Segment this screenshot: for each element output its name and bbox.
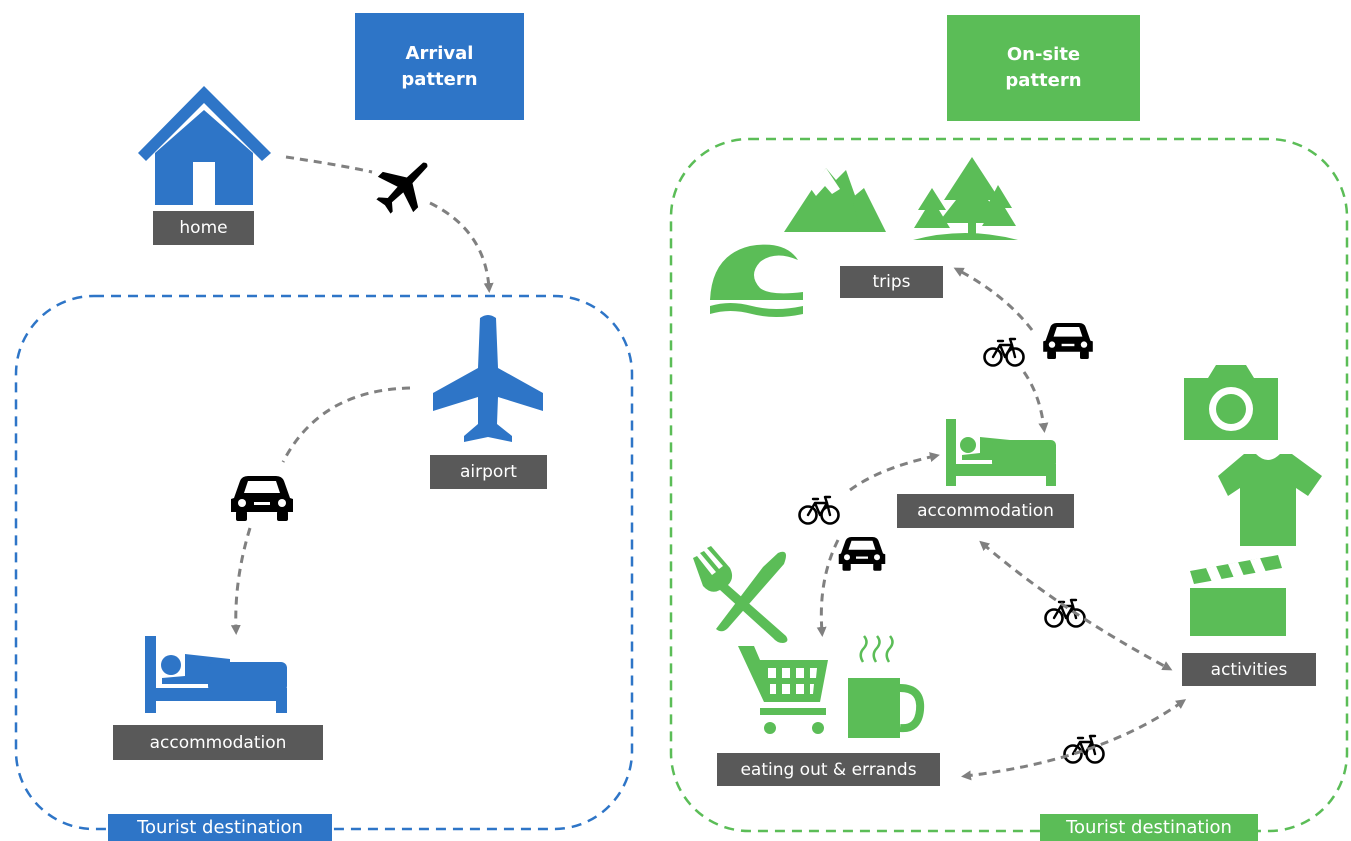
arrow-trips-to-accommodation xyxy=(1022,371,1049,433)
airport-label: airport xyxy=(430,455,547,489)
car-icon-trips xyxy=(1043,323,1093,359)
camera-icon xyxy=(1184,365,1278,440)
arrow-eating-to-accommodation xyxy=(849,452,940,492)
arrival-car-icon xyxy=(231,476,293,521)
onsite-pattern-title: On-site pattern xyxy=(947,15,1140,121)
mountain-icon xyxy=(784,168,886,232)
arrival-destination-tag: Tourist destination xyxy=(108,814,332,841)
home-label: home xyxy=(153,211,254,245)
house-icon xyxy=(138,86,271,205)
activities-label: activities xyxy=(1182,653,1316,686)
arrival-bed-icon xyxy=(145,636,287,713)
arrow-accommodation-to-eating xyxy=(816,539,840,637)
arrival-destination-boundary xyxy=(14,294,634,831)
cutlery-icon xyxy=(693,546,788,643)
eating-errands-label: eating out & errands xyxy=(717,753,940,786)
arrow-car-to-accommodation xyxy=(230,527,252,635)
arrow-flight-to-airport xyxy=(429,201,494,293)
arrow-accommodation-activities xyxy=(979,540,1173,671)
cart-icon xyxy=(738,646,828,734)
bicycle-icon-activities xyxy=(1044,598,1086,628)
tshirt-icon xyxy=(1218,454,1322,546)
arrow-accommodation-to-trips xyxy=(953,267,1034,331)
arrival-accommodation-label: accommodation xyxy=(113,725,323,760)
onsite-accommodation-label: accommodation xyxy=(897,494,1074,528)
coffee-mug-icon xyxy=(848,635,925,738)
arrival-title-line2: pattern xyxy=(401,68,478,90)
flight-icon xyxy=(376,162,428,214)
onsite-title-line2: pattern xyxy=(1005,70,1082,91)
airplane-icon xyxy=(433,315,543,442)
arrival-pattern-title: Arrival pattern xyxy=(355,13,524,120)
wave-icon xyxy=(710,244,803,317)
arrow-activities-eating xyxy=(961,699,1187,781)
clapperboard-icon xyxy=(1190,555,1286,636)
arrival-title-line1: Arrival xyxy=(405,42,474,64)
onsite-bed-icon xyxy=(946,419,1056,486)
arrow-home-to-flight xyxy=(285,155,373,174)
onsite-destination-tag: Tourist destination xyxy=(1040,814,1258,841)
car-icon-eating xyxy=(838,537,886,571)
onsite-title-line1: On-site xyxy=(1006,44,1081,65)
arrow-airport-to-car xyxy=(281,386,411,463)
trips-label: trips xyxy=(840,266,943,298)
bicycle-icon-errands xyxy=(1063,734,1105,764)
onsite-destination-boundary xyxy=(669,137,1349,833)
trees-icon xyxy=(913,157,1018,240)
bicycle-icon-trips xyxy=(983,337,1025,367)
bicycle-icon-eating xyxy=(798,495,840,525)
